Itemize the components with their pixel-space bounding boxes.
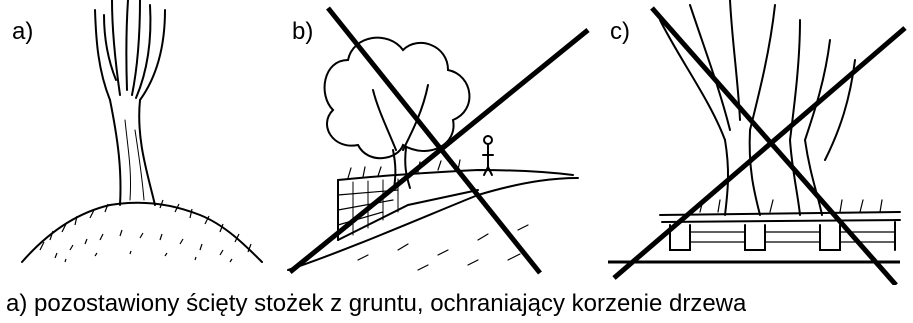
panel-b: b) bbox=[278, 0, 600, 285]
panel-c-label: c) bbox=[610, 18, 630, 45]
trees-in-planter-drawing bbox=[608, 0, 907, 285]
figure-caption: a) pozostawiony ścięty stożek z gruntu, … bbox=[6, 292, 747, 317]
panel-a: a) bbox=[0, 0, 280, 285]
panel-b-label: b) bbox=[292, 18, 314, 45]
tree-on-retaining-wall-drawing bbox=[287, 6, 590, 275]
tree-on-soil-cone-drawing bbox=[21, 0, 263, 263]
panel-a-label: a) bbox=[12, 18, 34, 45]
panel-c: c) bbox=[600, 0, 913, 285]
